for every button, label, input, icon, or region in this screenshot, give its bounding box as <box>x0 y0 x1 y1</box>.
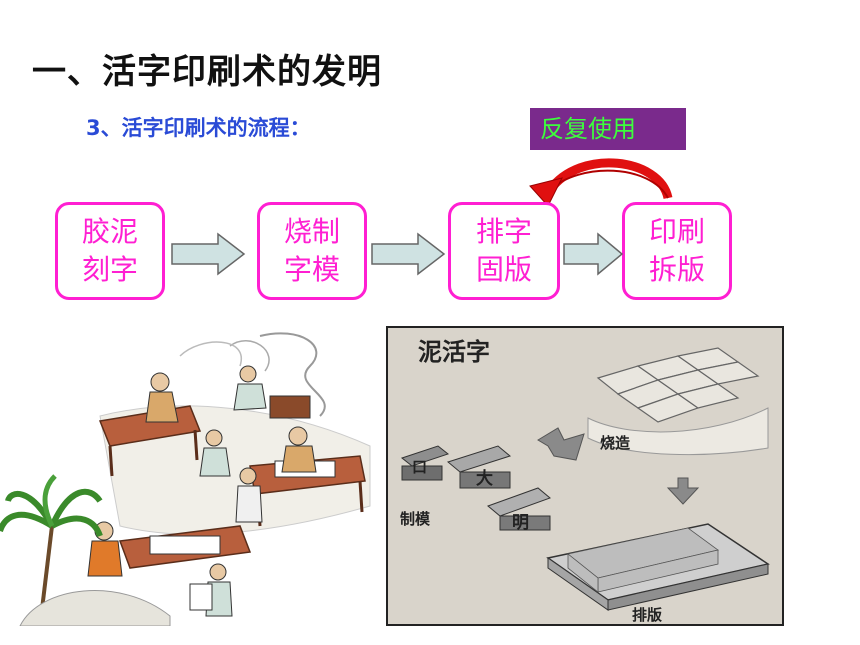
step-fire-mold: 烧制 字模 <box>257 202 367 300</box>
step-line1: 印刷 <box>648 215 705 248</box>
step-typeset-fix: 排字 固版 <box>448 202 560 300</box>
arrow-right-icon <box>563 232 624 276</box>
label-typeset: 排版 <box>632 606 663 624</box>
label-fire: 烧造 <box>600 434 631 452</box>
step-line1: 烧制 <box>283 215 340 248</box>
type-char-small: 口 <box>412 458 428 476</box>
repeat-curve-arrow-icon <box>529 158 673 207</box>
type-char-big: 大 <box>476 469 493 489</box>
step-line1: 排字 <box>475 215 532 248</box>
step-line2: 拆版 <box>648 253 705 286</box>
figure-title: 泥活字 <box>418 338 490 366</box>
repeat-use-label: 反复使用 <box>530 108 686 150</box>
arrow-right-icon <box>371 232 446 276</box>
step-line1: 胶泥 <box>81 215 138 248</box>
step-line2: 固版 <box>475 253 532 286</box>
clay-type-figure: 泥活字 烧造 制模 排版 大 明 口 <box>386 326 784 626</box>
type-char-moon: 明 <box>512 513 529 533</box>
section-subtitle: 3、活字印刷术的流程： <box>86 116 311 140</box>
step-line2: 刻字 <box>81 253 138 286</box>
clay-type-drawing <box>400 347 770 611</box>
arrow-right-icon <box>171 232 246 276</box>
step-clay-carve: 胶泥 刻字 <box>55 202 165 300</box>
step-print-disassemble: 印刷 拆版 <box>622 202 732 300</box>
page-title: 一、活字印刷术的发明 <box>32 52 382 92</box>
step-line2: 字模 <box>283 253 340 286</box>
workshop-illustration <box>0 332 371 626</box>
label-mold: 制模 <box>400 510 431 528</box>
